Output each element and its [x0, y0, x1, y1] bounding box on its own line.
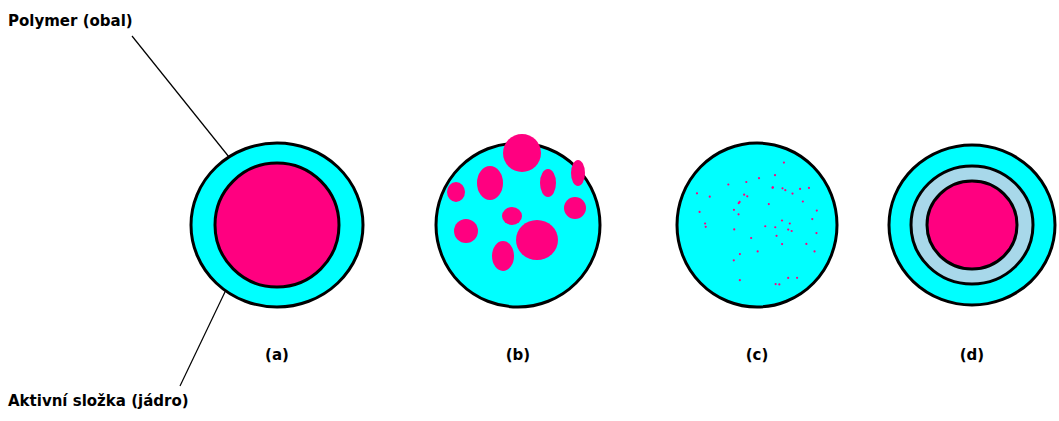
outer-shell — [889, 145, 1055, 305]
dispersed-particle — [738, 202, 740, 204]
part-label: Polymer (obal) — [8, 12, 133, 30]
active-droplet — [564, 197, 586, 219]
dispersed-particle — [796, 277, 798, 279]
dispersed-particle — [791, 192, 793, 194]
dispersed-particle — [739, 253, 741, 255]
dispersed-particle — [774, 174, 776, 176]
dispersed-particle — [781, 243, 783, 245]
dispersed-particle — [739, 279, 741, 281]
dispersed-particle — [745, 181, 747, 183]
dispersed-particle — [775, 235, 777, 237]
microcapsule: (b) — [432, 139, 604, 368]
dispersed-particle — [733, 228, 735, 230]
active-core — [215, 163, 339, 287]
dispersed-particle — [704, 222, 706, 224]
dispersed-particle — [808, 187, 810, 189]
active-droplet — [447, 182, 465, 202]
dispersed-particle — [737, 213, 739, 215]
polymer-matrix — [677, 143, 837, 307]
active-core — [927, 181, 1017, 269]
dispersed-particle — [815, 232, 817, 234]
inner-shell — [911, 166, 1033, 284]
dispersed-particle — [768, 203, 770, 205]
dispersed-particle — [698, 211, 700, 213]
microcapsule: (c) — [673, 139, 841, 368]
dispersed-particle — [799, 188, 801, 190]
dispersed-particle — [705, 226, 707, 228]
part-label: Aktivní složka (jádro) — [8, 392, 189, 410]
dispersed-particle — [746, 195, 748, 197]
dispersed-particle — [758, 177, 760, 179]
microcapsule: (d) — [885, 141, 1059, 368]
figure-caption: (c) — [746, 346, 769, 364]
active-droplet — [571, 160, 585, 186]
dispersed-particle — [727, 183, 729, 185]
dispersed-particle — [775, 283, 777, 285]
active-droplet — [516, 220, 558, 260]
capsule-shape — [673, 139, 841, 368]
dispersed-particle — [709, 196, 711, 198]
dispersed-particle — [805, 243, 807, 245]
active-droplet — [503, 134, 541, 172]
dispersed-particle — [781, 187, 783, 189]
dispersed-particle — [816, 209, 818, 211]
dispersed-particle — [811, 218, 813, 220]
dispersed-particle — [781, 219, 783, 221]
dispersed-particle — [802, 200, 804, 202]
dispersed-particle — [733, 209, 735, 211]
active-droplet — [477, 166, 503, 200]
dispersed-particle — [791, 230, 793, 232]
dispersed-particle — [733, 259, 735, 261]
capsule-shape — [885, 141, 1059, 368]
dispersed-particle — [750, 237, 752, 239]
figure-caption: (a) — [265, 346, 289, 364]
active-droplet — [502, 207, 522, 225]
dispersed-particle — [774, 226, 776, 228]
dispersed-particle — [764, 225, 766, 227]
active-droplet — [492, 241, 514, 271]
figure-caption: (d) — [960, 346, 984, 364]
dispersed-particle — [778, 283, 780, 285]
active-droplet — [540, 169, 556, 197]
dispersed-particle — [771, 187, 773, 189]
capsule-shape — [432, 139, 604, 368]
dispersed-particle — [787, 228, 789, 230]
capsule-shape — [187, 139, 367, 368]
dispersed-particle — [813, 250, 815, 252]
dispersed-particle — [784, 189, 786, 191]
dispersed-particle — [772, 186, 774, 188]
figure-caption: (b) — [506, 346, 530, 364]
dispersed-particle — [696, 192, 698, 194]
microcapsule: (a) — [187, 139, 367, 368]
polymer-shell — [191, 143, 363, 307]
dispersed-particle — [787, 277, 789, 279]
dispersed-particle — [789, 222, 791, 224]
leader-line — [132, 36, 229, 157]
dispersed-particle — [743, 194, 745, 196]
active-droplet — [454, 219, 478, 243]
dispersed-particle — [757, 250, 759, 252]
dispersed-particle — [783, 161, 785, 163]
